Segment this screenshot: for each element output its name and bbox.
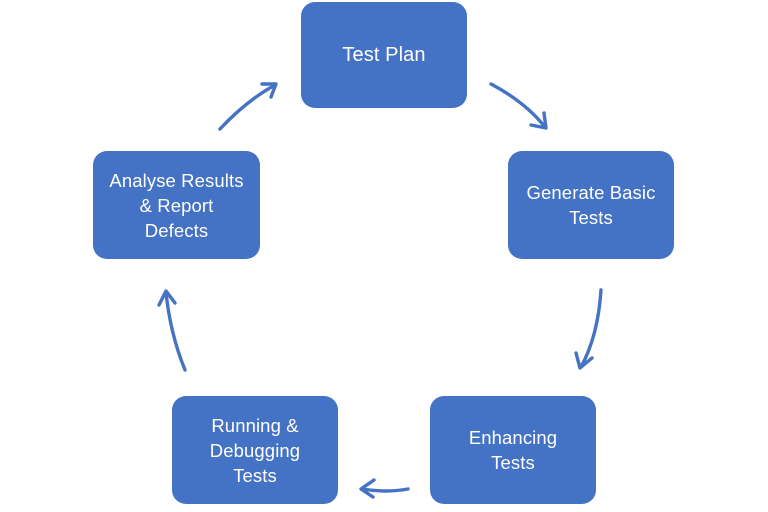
arrow-test-plan-to-generate-basic-tests (489, 82, 548, 130)
node-generate-basic-tests: Generate Basic Tests (508, 151, 674, 259)
node-label-generate-basic-tests: Generate Basic Tests (526, 182, 656, 228)
arrow-analyse-results-to-test-plan (218, 82, 278, 131)
node-label-analyse-results: Analyse Results & Report Defects (109, 169, 244, 241)
node-enhancing-tests: Enhancing Tests (430, 396, 596, 504)
node-test-plan: Test Plan (301, 2, 467, 108)
arrow-generate-basic-tests-to-enhancing-tests (574, 288, 603, 370)
node-analyse-results: Analyse Results & Report Defects (93, 151, 260, 259)
node-label-enhancing-tests: Enhancing Tests (468, 427, 558, 473)
node-label-running-debugging-tests: Running & Debugging Tests (209, 414, 301, 486)
arrow-enhancing-tests-to-running-debugging-tests (359, 478, 410, 499)
node-label-test-plan: Test Plan (342, 43, 426, 66)
node-running-debugging-tests: Running & Debugging Tests (172, 396, 338, 504)
arrow-running-debugging-tests-to-analyse-results (157, 289, 187, 372)
